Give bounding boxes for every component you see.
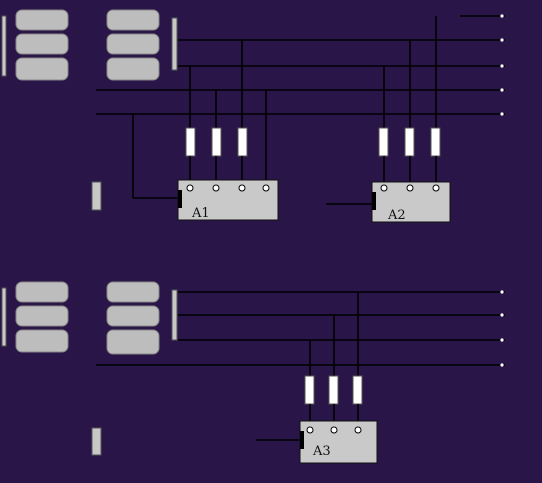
left-bar-lower bbox=[1, 287, 7, 347]
ct-leads-a3 bbox=[309, 292, 359, 378]
transformer-secondary-lower bbox=[106, 281, 160, 355]
meter-a1: A1 bbox=[177, 179, 279, 221]
coupling-bar-lower bbox=[171, 289, 178, 341]
fuse-upper bbox=[91, 181, 102, 211]
meter-a2: A2 bbox=[371, 181, 451, 223]
meter-a3: A3 bbox=[299, 420, 378, 464]
transformer-primary-upper bbox=[15, 9, 69, 81]
transformer-primary-lower bbox=[15, 281, 69, 353]
meter-a2-label: A2 bbox=[387, 208, 406, 223]
left-bar-upper bbox=[1, 15, 7, 77]
ct-leads-a2 bbox=[383, 16, 437, 130]
current-transformers-a2 bbox=[378, 127, 441, 157]
ct-leads-a1 bbox=[132, 40, 267, 199]
coupling-bar-upper bbox=[171, 17, 178, 71]
bus-lines-upper bbox=[96, 15, 505, 115]
bus-terminals bbox=[500, 14, 504, 367]
meter-a3-label: A3 bbox=[312, 444, 331, 459]
transformer-secondary-upper bbox=[106, 9, 160, 81]
current-transformers-a3 bbox=[304, 375, 363, 405]
current-transformers-a1 bbox=[185, 127, 248, 157]
ct-to-meter-a2 bbox=[326, 156, 437, 205]
meter-a1-label: A1 bbox=[191, 206, 210, 221]
fuse-lower bbox=[91, 427, 102, 456]
bus-lines-lower bbox=[96, 291, 505, 366]
